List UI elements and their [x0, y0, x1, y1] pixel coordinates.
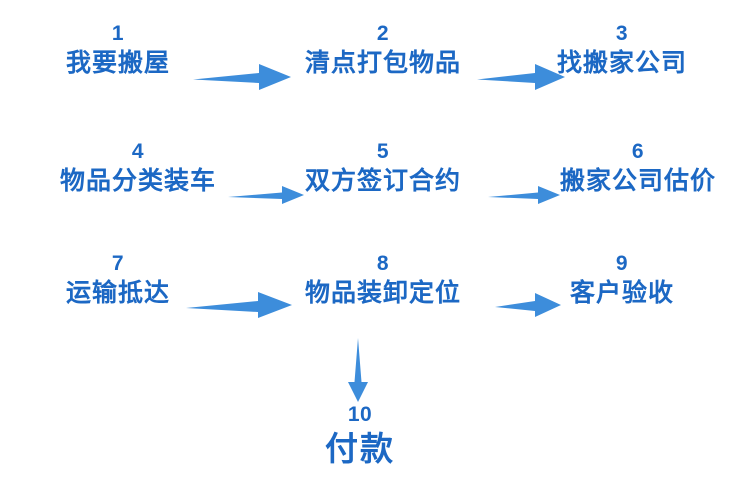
step-number-4: 4 [131, 140, 145, 163]
step-label-1: 我要搬屋 [65, 49, 171, 77]
step-number-5: 5 [376, 140, 390, 163]
arrow-step-7-to-step-8 [186, 290, 292, 320]
step-number-10: 10 [347, 403, 373, 426]
step-node-7: 7 运输抵达 [66, 252, 170, 310]
step-label-7: 运输抵达 [65, 279, 171, 307]
step-node-8: 8 物品装卸定位 [305, 252, 461, 310]
step-node-2: 2 清点打包物品 [305, 22, 461, 80]
step-label-3: 找搬家公司 [556, 49, 688, 77]
step-node-10: 10 付款 [325, 403, 395, 471]
step-label-10: 付款 [325, 430, 395, 467]
step-label-8: 物品装卸定位 [304, 279, 462, 307]
step-label-6: 搬家公司估价 [559, 167, 717, 195]
arrow-step-4-to-step-5 [228, 184, 304, 206]
step-number-6: 6 [631, 140, 645, 163]
step-label-9: 客户验收 [569, 279, 675, 307]
arrow-step-1-to-step-2 [193, 62, 291, 92]
step-number-3: 3 [615, 22, 629, 45]
step-node-4: 4 物品分类装车 [60, 140, 216, 198]
step-node-5: 5 双方签订合约 [305, 140, 461, 198]
arrow-step-8-to-step-9 [495, 291, 561, 319]
step-node-9: 9 客户验收 [570, 252, 674, 310]
step-number-7: 7 [111, 252, 125, 275]
step-node-6: 6 搬家公司估价 [560, 140, 716, 198]
step-number-1: 1 [111, 22, 125, 45]
arrow-step-8-to-step-10 [343, 338, 373, 402]
step-number-2: 2 [376, 22, 390, 45]
step-node-3: 3 找搬家公司 [557, 22, 687, 80]
arrow-step-5-to-step-6 [488, 184, 560, 206]
step-node-1: 1 我要搬屋 [66, 22, 170, 80]
step-label-5: 双方签订合约 [304, 167, 462, 195]
arrow-step-2-to-step-3 [477, 62, 565, 92]
step-number-8: 8 [376, 252, 390, 275]
step-label-4: 物品分类装车 [59, 167, 217, 195]
step-label-2: 清点打包物品 [304, 49, 462, 77]
step-number-9: 9 [615, 252, 629, 275]
